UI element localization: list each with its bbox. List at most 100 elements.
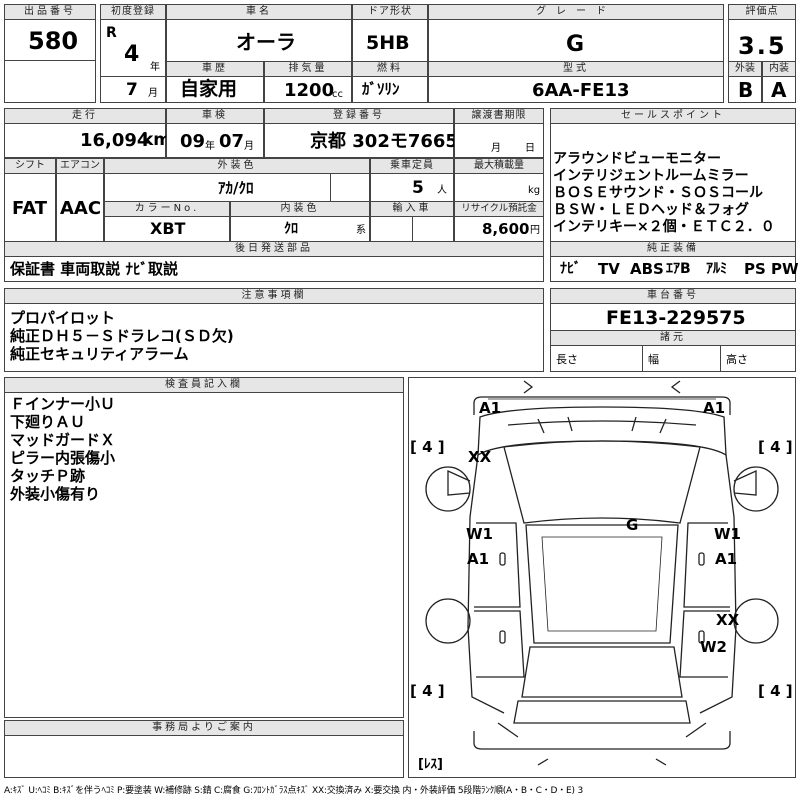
- equipment-navi: ﾅﾋﾞ: [560, 261, 581, 277]
- sales-point-2: インテリジェントルームミラー: [553, 168, 749, 184]
- color-number-header: カラーNo.: [104, 201, 230, 217]
- transfer-header: 譲渡書期限: [454, 108, 544, 124]
- mileage-header: 走行: [4, 108, 166, 124]
- equipment-header: 純正装備: [550, 241, 796, 257]
- year-unit: 年: [150, 62, 160, 73]
- exterior-header: 外装: [728, 61, 762, 77]
- ac-header: エアコン: [56, 158, 104, 174]
- inspection-header: 車検: [166, 108, 264, 124]
- sales-point-3: ＢＯＳＥサウンド・ＳＯＳコール: [553, 185, 763, 201]
- mileage-unit: km: [142, 130, 172, 150]
- tire-front-left: [ 4 ]: [410, 438, 445, 456]
- first-registration-header: 初度登録: [100, 4, 166, 20]
- car-name-header: 車名: [166, 4, 352, 20]
- history-header: 車歴: [166, 61, 264, 77]
- mark-left-w1: W1: [466, 525, 493, 543]
- dimensions-header: 諸元: [550, 330, 796, 346]
- mark-left-a1: A1: [467, 550, 490, 568]
- door-type: 5HB: [366, 32, 410, 54]
- height-label: 高さ: [726, 353, 748, 366]
- displacement: 1200: [284, 80, 335, 101]
- sales-point-4: ＢＳＷ・ＬＥＤヘッド＆フォグ: [553, 202, 749, 218]
- sales-point-5: インテリキー×２個・ＥＴＣ２．０: [553, 219, 775, 235]
- notes-text: プロパイロット 純正ＤＨ５－Ｓドラレコ(ＳＤ欠) 純正セキュリティアラーム: [10, 309, 234, 363]
- interior-color: ｸﾛ: [284, 221, 298, 237]
- max-load-unit: kg: [528, 185, 541, 196]
- spare-tire: [ﾚｽ]: [418, 757, 443, 772]
- registration-number: 京都 302モ7665: [310, 131, 458, 152]
- office-header: 事務局よりご案内: [4, 720, 404, 736]
- equipment-alloy: ｱﾙﾐ: [706, 261, 727, 277]
- tire-rear-left: [ 4 ]: [410, 682, 445, 700]
- import-header: 輸入車: [370, 201, 454, 217]
- equipment-tv: TV: [598, 260, 620, 278]
- registration-number-header: 登録番号: [264, 108, 454, 124]
- history: 自家用: [180, 78, 238, 100]
- displacement-header: 排気量: [264, 61, 352, 77]
- shift: FAT: [12, 198, 48, 219]
- chassis-number: FE13-229575: [606, 307, 746, 329]
- length-label: 長さ: [556, 353, 578, 366]
- exterior-color-header: 外装色: [104, 158, 370, 174]
- later-parts-header: 後日発送部品: [4, 241, 544, 257]
- damage-diagram-panel: [408, 377, 796, 778]
- transfer-day-unit: 日: [525, 143, 535, 154]
- grade-header: グレード: [428, 4, 724, 20]
- model-header: 型式: [428, 61, 724, 77]
- inspector-panel: [4, 377, 404, 718]
- import-divider: [412, 217, 413, 242]
- mark-front-left-xx: XX: [468, 448, 492, 466]
- legend-text: A:ｷｽﾞ U:ﾍｺﾐ B:ｷｽﾞを伴うﾍｺﾐ P:要塗装 W:補修跡 S:錆 …: [4, 786, 583, 796]
- lot-number-header: 出品番号: [4, 4, 96, 20]
- model: 6AA-FE13: [532, 80, 630, 101]
- max-load-header: 最大積載量: [454, 158, 544, 174]
- dims-divider-1: [642, 346, 643, 372]
- color-number: XBT: [150, 219, 186, 238]
- shift-header: シフト: [4, 158, 56, 174]
- mark-front-left: A1: [479, 399, 502, 417]
- car-outline-diagram: [425, 380, 779, 766]
- sales-points-panel: [550, 108, 796, 242]
- inspection-year-unit: 年: [205, 141, 215, 152]
- width-label: 幅: [648, 353, 659, 366]
- registration-era: R: [106, 25, 117, 41]
- tire-rear-right: [ 4 ]: [758, 682, 793, 700]
- recycle-deposit: 8,600: [482, 220, 530, 238]
- inspection-year: 09: [180, 131, 206, 152]
- displacement-unit: cc: [332, 89, 343, 100]
- lot-number: 580: [28, 27, 79, 55]
- mark-rear-right-w2: W2: [700, 638, 727, 656]
- door-header: ドア形状: [352, 4, 428, 20]
- recycle-unit: 円: [530, 225, 540, 236]
- tire-front-right: [ 4 ]: [758, 438, 793, 456]
- mileage: 16,094: [80, 130, 150, 151]
- interior-color-header: 内装色: [230, 201, 370, 217]
- interior-score: A: [771, 78, 787, 102]
- mark-right-a1: A1: [715, 550, 738, 568]
- equipment-pw: PW: [771, 260, 799, 278]
- capacity: 5: [412, 178, 424, 198]
- mark-right-w1: W1: [714, 525, 741, 543]
- month-unit: 月: [148, 88, 158, 99]
- mark-windshield-g: G: [626, 516, 639, 534]
- first-reg-divider: [100, 76, 166, 77]
- equipment-airbag: ｴｱB: [666, 261, 691, 277]
- lot-blank-cell: [4, 60, 96, 103]
- score-header: 評価点: [728, 4, 796, 20]
- mark-front-right: A1: [703, 399, 726, 417]
- inspection-month: 07: [219, 131, 245, 152]
- sales-points-header: セールスポイント: [550, 108, 796, 124]
- interior-color-unit: 系: [356, 225, 366, 236]
- ac: AAC: [60, 198, 102, 219]
- fuel: ｶﾞｿﾘﾝ: [362, 80, 400, 98]
- fuel-header: 燃料: [352, 61, 428, 77]
- capacity-unit: 人: [437, 185, 447, 196]
- ext-color-divider: [330, 174, 331, 202]
- mark-rear-right-xx: XX: [716, 611, 740, 629]
- grade: G: [566, 32, 585, 57]
- recycle-header: リサイクル預託金: [454, 201, 544, 217]
- equipment-ps: PS: [744, 260, 766, 278]
- notes-header: 注意事項欄: [4, 288, 544, 304]
- first-registration-cell: [100, 4, 166, 103]
- registration-month: 7: [126, 80, 138, 100]
